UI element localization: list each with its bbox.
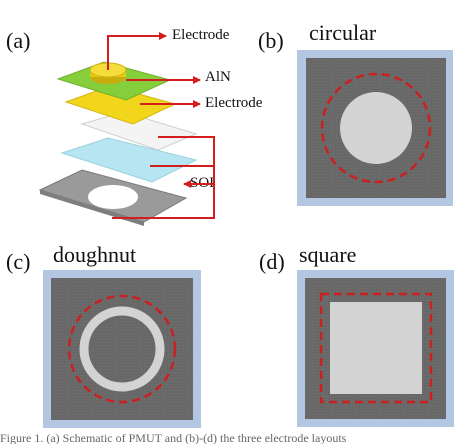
figure-caption: Figure 1. (a) Schematic of PMUT and (b)-… (0, 432, 347, 444)
electrode-outline-d (319, 292, 433, 404)
panel-d-letter: (d) (259, 249, 285, 274)
panel-d-title: square (299, 242, 357, 267)
soi-blue-layer (60, 137, 198, 183)
panel-a-letter: (a) (6, 28, 31, 53)
membrane-d (330, 302, 422, 394)
membrane-b (340, 92, 412, 164)
layout-doughnut (43, 270, 201, 428)
base-hole (88, 185, 138, 209)
panel-c-letter: (c) (6, 249, 31, 274)
label-aln: AlN (205, 69, 231, 85)
electrode-outline-b (320, 72, 432, 184)
panel-c-title: doughnut (53, 242, 137, 267)
electrode-outline-c (67, 294, 177, 404)
layer-stack (38, 61, 198, 226)
label-bottom-electrode: Electrode (205, 95, 263, 111)
stack-arrows (107, 32, 215, 219)
layout-circular (297, 50, 453, 206)
panel-b-title: circular (309, 20, 377, 45)
label-top-electrode: Electrode (172, 27, 230, 43)
membrane-ring-c (79, 306, 165, 392)
arrow-soi-bracket (112, 136, 215, 219)
substrate-c (51, 278, 193, 420)
panel-b-letter: (b) (258, 28, 284, 53)
layout-square (297, 270, 454, 427)
arrow-top-electrode (107, 32, 167, 70)
